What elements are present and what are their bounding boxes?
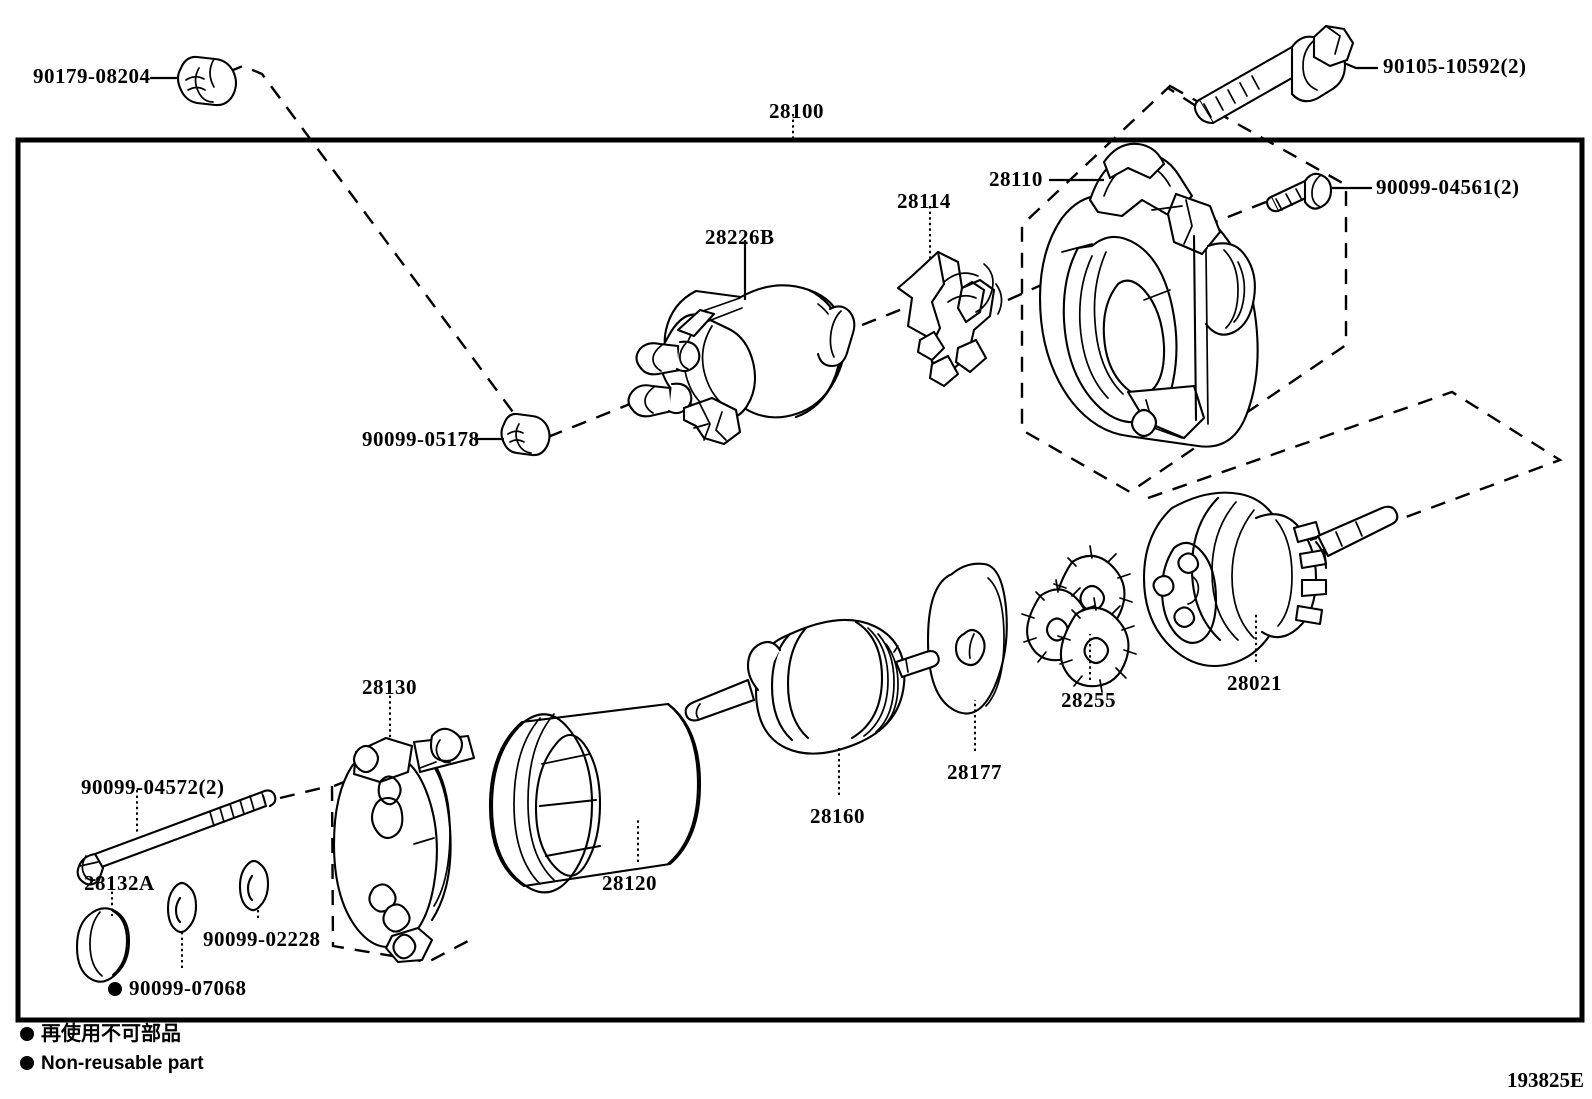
part-90105-10592 [1193,24,1355,125]
non-reusable-bullet-icon [20,1027,34,1041]
label-28021: 28021 [1227,671,1282,695]
part-28130 [332,727,476,964]
label-28114: 28114 [897,189,951,213]
part-90099-07068 [166,881,198,934]
non-reusable-bullet-icon [108,982,122,996]
part-90099-05178 [500,412,551,457]
label-90099-07068: 90099-07068 [129,976,247,1000]
label-28110: 28110 [989,167,1043,191]
part-28160 [684,618,940,755]
label-28226B: 28226B [705,225,775,249]
diagram-frame [15,137,1585,1023]
part-28255 [1021,545,1137,693]
part-28114 [896,250,1003,388]
label-90105-10592: 90105-10592(2) [1383,54,1527,78]
footnote-english: Non-reusable part [20,1053,204,1075]
label-90099-02228: 90099-02228 [203,927,321,951]
label-28120: 28120 [602,871,657,895]
label-28160: 28160 [810,804,865,828]
footnote-japanese: 再使用不可部品 [20,1017,181,1046]
label-28255: 28255 [1061,688,1116,712]
footnote-english-text: Non-reusable part [41,1053,204,1074]
label-90179-08204: 90179-08204 [33,64,151,88]
drawing-code: 193825E [1506,1068,1584,1092]
label-90099-05178: 90099-05178 [362,427,480,451]
label-90099-07068-wrap: 90099-07068 [108,976,247,1001]
part-28177 [926,562,1008,715]
label-90099-04561: 90099-04561(2) [1376,175,1520,199]
leader-lines [111,61,1378,968]
label-28132A: 28132A [84,871,155,895]
part-90179-08204 [176,55,238,107]
label-28100: 28100 [769,99,824,123]
label-90099-04572: 90099-04572(2) [81,775,225,799]
part-28120 [488,702,702,894]
part-28021 [1142,491,1399,668]
part-90099-02228 [238,859,270,912]
part-90099-04572 [76,789,277,886]
part-28110 [1038,142,1259,448]
part-90099-04561 [1265,172,1333,213]
part-28132A [75,907,131,983]
non-reusable-bullet-icon [20,1056,34,1070]
part-28226B [627,284,856,446]
label-28130: 28130 [362,675,417,699]
footnote-japanese-text: 再使用不可部品 [41,1021,181,1045]
label-28177: 28177 [947,760,1002,784]
